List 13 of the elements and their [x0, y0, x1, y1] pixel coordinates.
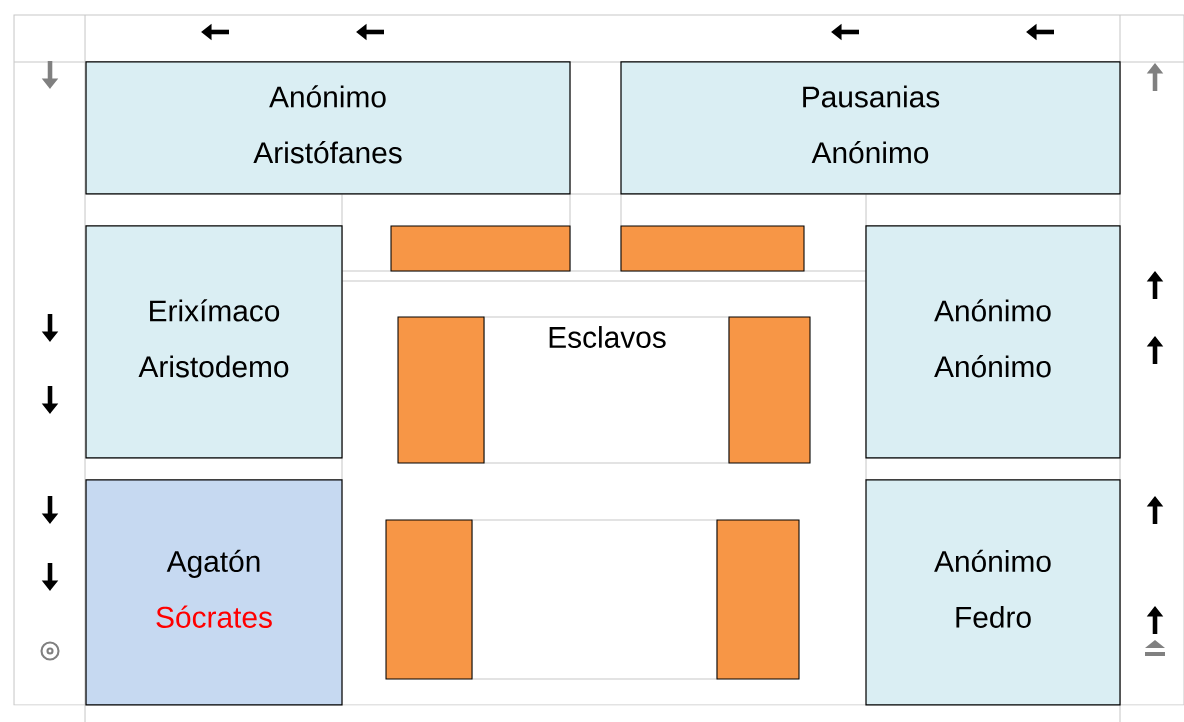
couch-box: Erixímaco Aristodemo — [85, 225, 343, 459]
table-block — [728, 316, 811, 464]
table-block — [620, 225, 805, 272]
couch-box: Anónimo Fedro — [865, 479, 1121, 706]
table-block — [390, 225, 571, 272]
couch-box: Pausanias Anónimo — [620, 61, 1121, 195]
couch-box: Agatón Sócrates — [85, 479, 343, 706]
table-block — [397, 316, 485, 464]
couch-box: Anónimo Aristófanes — [85, 61, 571, 195]
couch-box: Anónimo Anónimo — [865, 225, 1121, 459]
table-block — [716, 519, 800, 680]
room-label: Esclavos — [549, 326, 666, 348]
table-block — [385, 519, 473, 680]
